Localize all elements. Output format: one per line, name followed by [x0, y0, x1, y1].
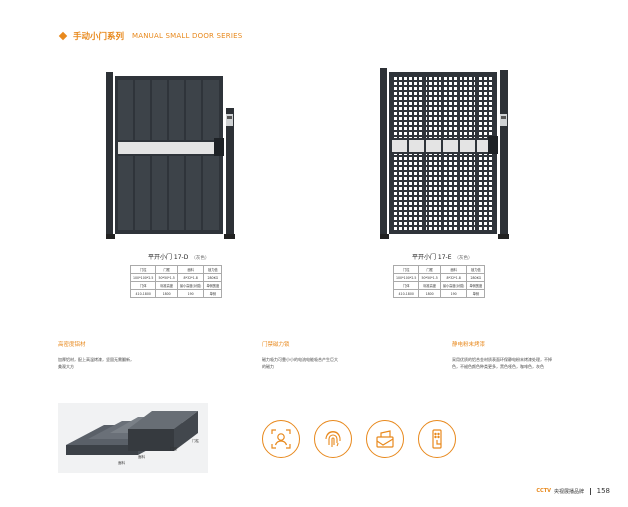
- feature-title: 静电粉末烤漆: [452, 342, 486, 348]
- fingerprint-icon: [314, 420, 352, 458]
- feature-magnetic-lock: 门禁磁力锁 磁力吸力可靠小小的电流电能吸合产生巨大的磁力: [262, 340, 372, 370]
- feature-desc: 采用优质的铝合金材质表面环保静电粉末烤漆处理，不掉色，不褪色颜色种类更多，黑色哑…: [452, 357, 552, 369]
- card-reader-icon: [366, 420, 404, 458]
- gate-17e-image: [378, 66, 510, 240]
- product-title-17d: 平开小门 17-D（灰色）: [148, 254, 210, 261]
- feature-desc: 加厚铝材，配上高温烤漆，坚固无需翻新，美观大方: [58, 357, 134, 369]
- profile-label: 门框: [170, 447, 177, 451]
- face-recognition-icon: [262, 420, 300, 458]
- feature-icons: [262, 420, 456, 458]
- table-row: 门柱门框面料锁力值: [392, 265, 486, 274]
- profile-label: 面料: [138, 455, 145, 459]
- smart-lock-icon: [418, 420, 456, 458]
- table-row: 门体标准高度最小高度(对弧)单侧宽度: [129, 281, 223, 290]
- feature-powder-coating: 静电粉末烤漆 采用优质的铝合金材质表面环保静电粉末烤漆处理，不掉色，不褪色颜色种…: [452, 340, 562, 370]
- aluminum-profiles-image: 面料 面料 门框 门柱: [58, 403, 208, 473]
- feature-title: 门禁磁力锁: [262, 342, 290, 348]
- section-subtitle: MANUAL SMALL DOOR SERIES: [132, 32, 243, 40]
- brand-prefix: CCTV: [536, 488, 552, 494]
- gate-17d-image: [104, 68, 236, 240]
- feature-aluminum: 高密度铝材 加厚铝材，配上高温烤漆，坚固无需翻新，美观大方: [58, 340, 168, 370]
- section-title: 手动小门系列: [73, 32, 125, 42]
- product-title-17e: 平开小门 17-E（灰色）: [412, 254, 473, 261]
- footer-divider: [590, 487, 591, 495]
- table-row: 门体标准高度最小高度(对弧)单侧宽度: [392, 281, 486, 290]
- feature-desc: 磁力吸力可靠小小的电流电能吸合产生巨大的磁力: [262, 357, 338, 369]
- profile-label: 门柱: [192, 439, 199, 443]
- diamond-icon: [58, 31, 68, 41]
- brand-text: 央视展播品牌: [554, 488, 585, 495]
- table-row: 门柱门框面料锁力值: [129, 265, 223, 274]
- section-header: 手动小门系列 MANUAL SMALL DOOR SERIES: [58, 30, 243, 42]
- profile-label: 面料: [118, 461, 125, 465]
- page-footer: CCTV 央视展播品牌 158: [536, 487, 610, 495]
- page-number: 158: [596, 487, 610, 495]
- feature-title: 高密度铝材: [58, 342, 86, 348]
